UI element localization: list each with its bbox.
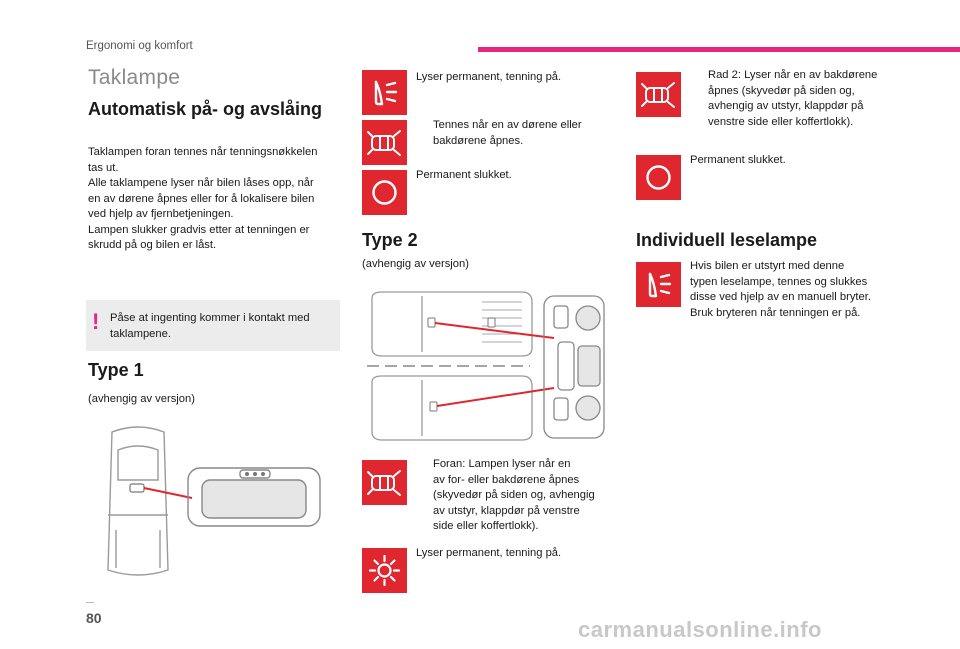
heading-individual: Individuell leselampe: [636, 230, 818, 250]
rad2-item1-text: Rad 2: Lyser når en av bakdørene åpnes (…: [708, 69, 878, 128]
heading-type1: Type 1: [88, 360, 144, 380]
reading-lamp-icon: [636, 262, 681, 307]
heading-type2: Type 2: [362, 230, 418, 250]
type2-note: (avhengig av versjon): [362, 258, 469, 270]
type1-item3-text: Permanent slukket.: [416, 169, 512, 181]
intro-text: Taklampen foran tennes når tenningsnøkke…: [88, 146, 318, 251]
warning-icon: !: [92, 309, 100, 334]
watermark: carmanualsonline.info: [578, 617, 822, 642]
type1-note: (avhengig av versjon): [88, 393, 195, 405]
lamp-off-icon: [362, 170, 407, 215]
rad2-item2-text: Permanent slukket.: [690, 154, 786, 166]
type2-item2-text: Lyser permanent, tenning på.: [416, 547, 562, 559]
lamp-on-icon: [362, 70, 407, 115]
header-accent-bar: [478, 47, 960, 52]
door-lamp-icon: [362, 460, 407, 505]
sun-lamp-icon: [362, 548, 407, 593]
type2-illustration: [367, 291, 605, 441]
door-lamp-icon: [636, 72, 681, 117]
page-title: Taklampe: [88, 66, 181, 89]
heading-automatic: Automatisk på- og avslåing: [88, 99, 323, 119]
door-lamp-icon: [362, 120, 407, 165]
type1-item1-text: Lyser permanent, tenning på.: [416, 71, 562, 83]
type2-item1-text: Foran: Lampen lyser når en av for- eller…: [433, 458, 595, 532]
warning-text: Påse at ingenting kommer i kontakt med t…: [110, 312, 310, 340]
individual-text: Hvis bilen er utstyrt med denne typen le…: [690, 260, 871, 319]
type1-illustration: [107, 426, 321, 576]
page-number: 80: [86, 610, 102, 626]
footer-divider: [86, 602, 94, 603]
type1-item2-text: Tennes når en av dørene eller bakdørene …: [433, 119, 582, 147]
warning-box: [86, 300, 340, 351]
lamp-off-icon: [636, 155, 681, 200]
section-label: Ergonomi og komfort: [86, 40, 193, 52]
